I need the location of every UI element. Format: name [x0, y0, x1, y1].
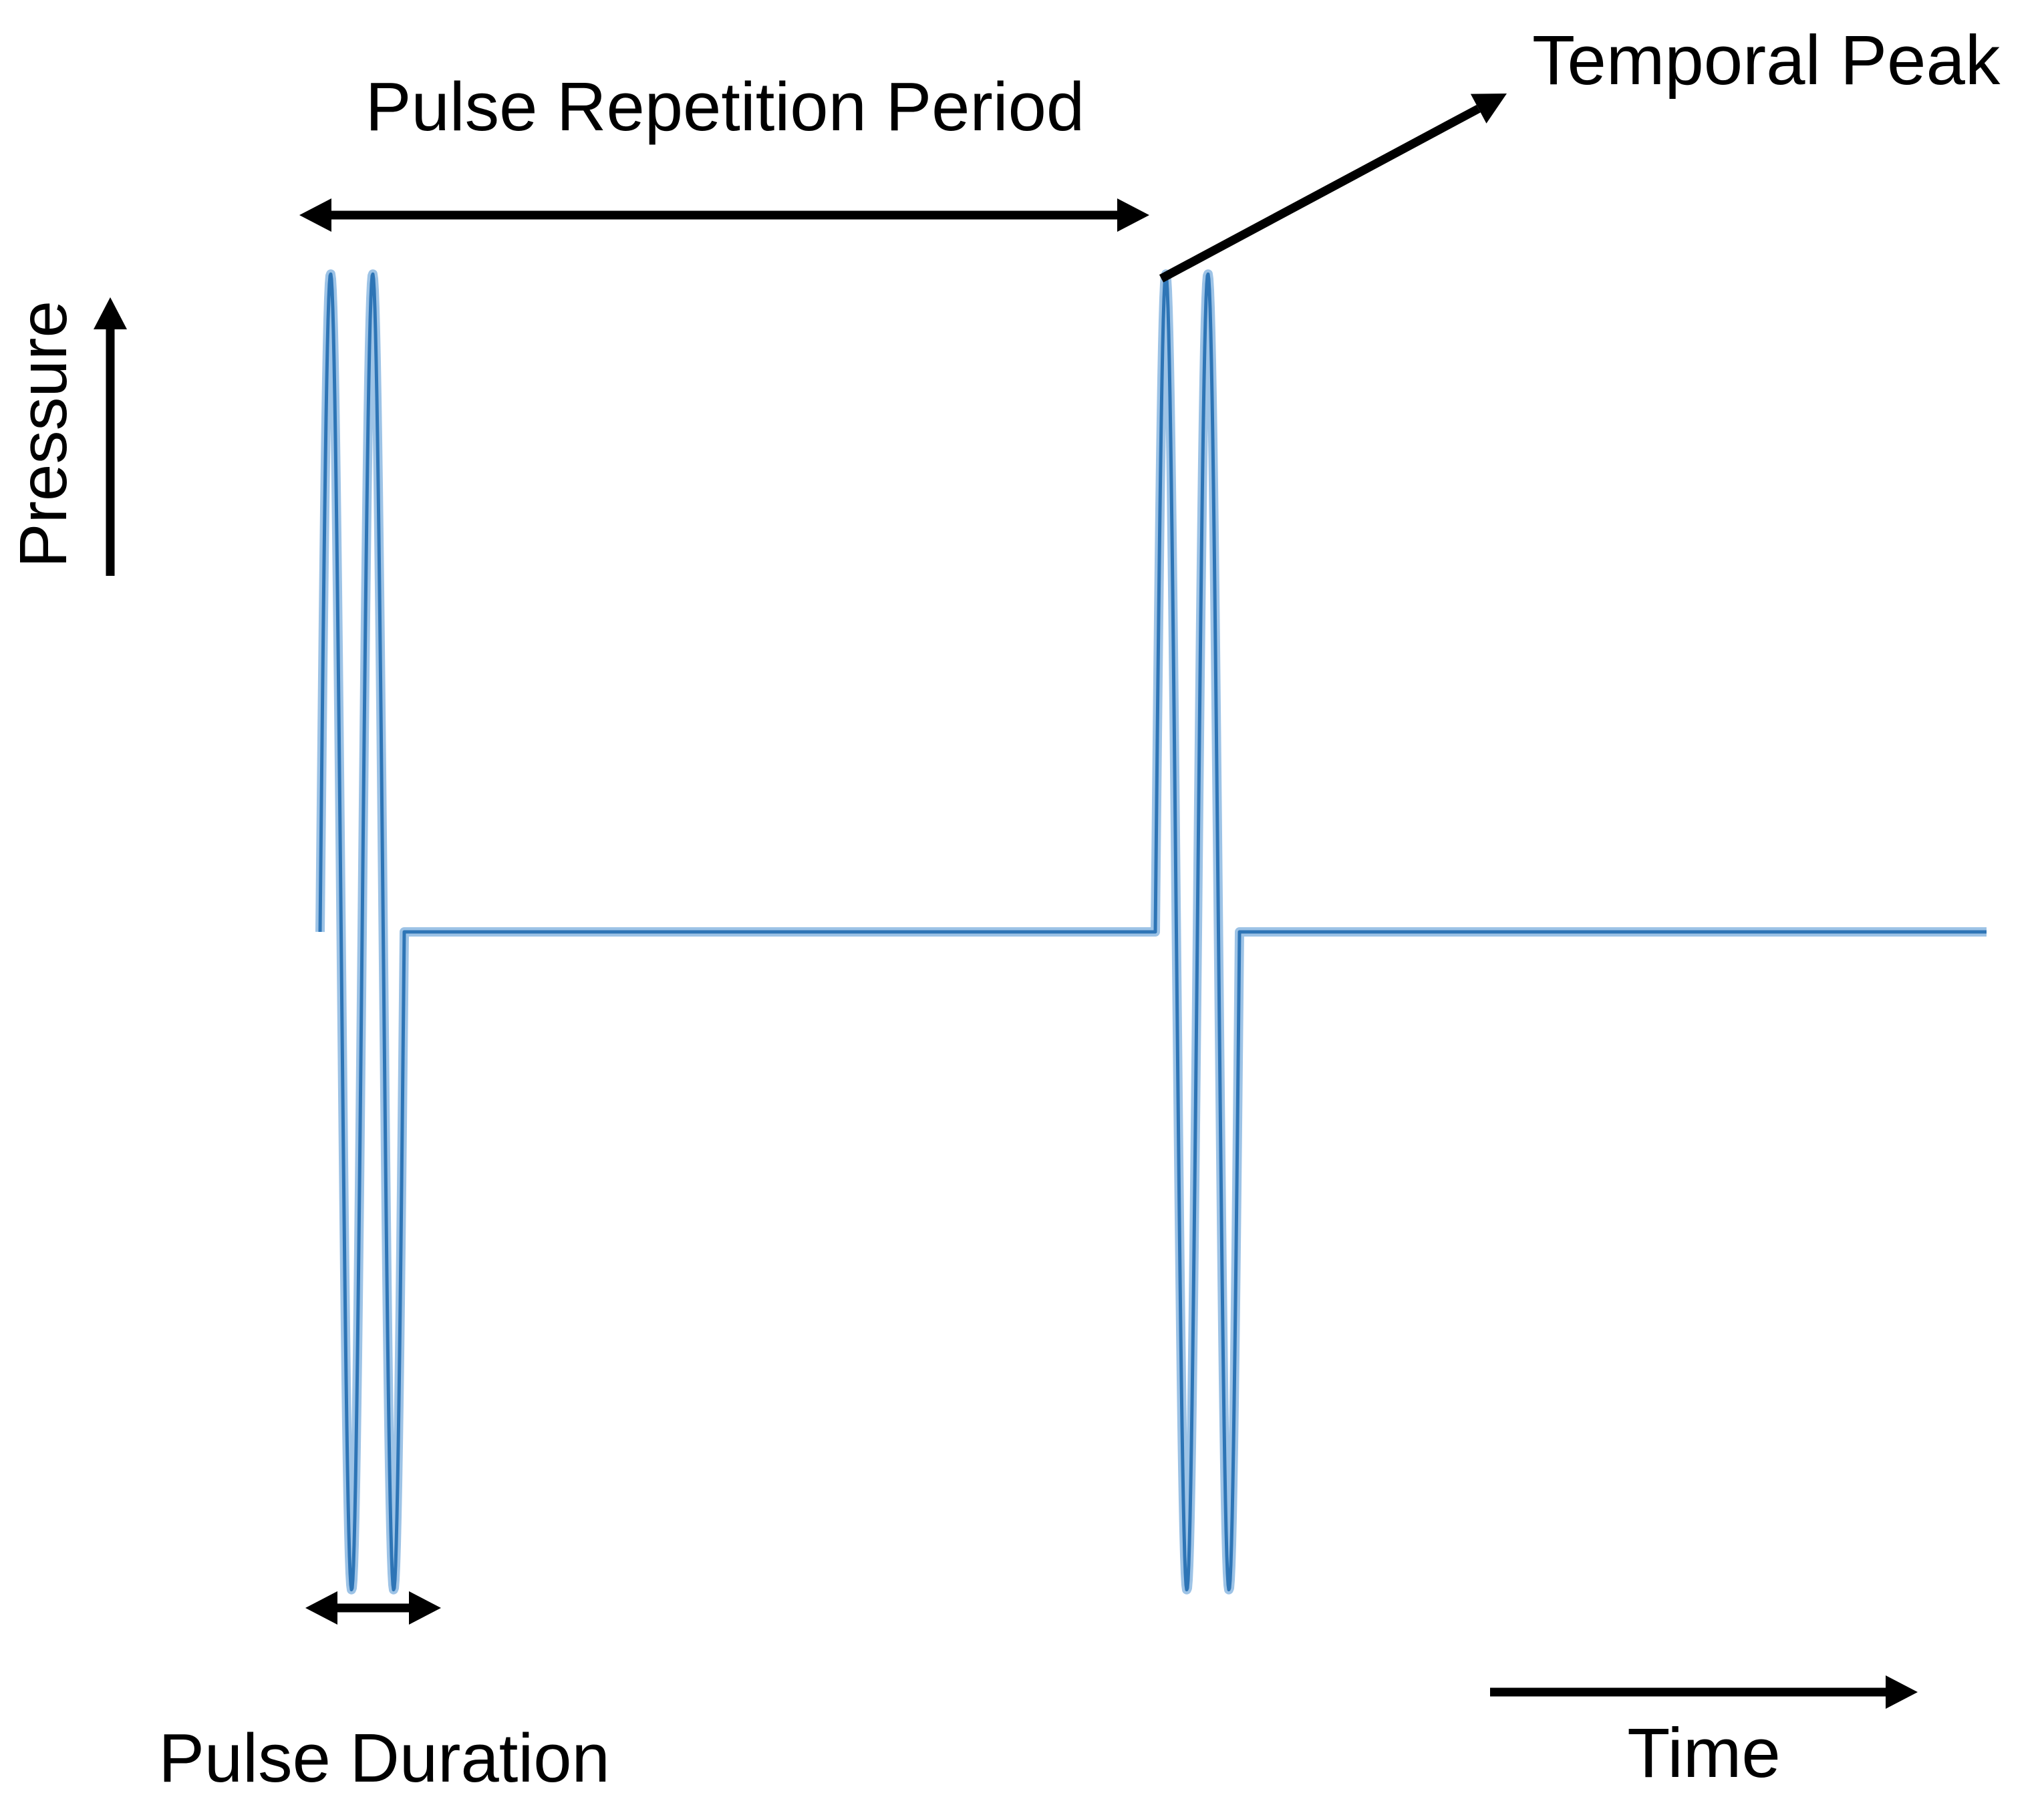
pulse-repetition-period-label: Pulse Repetition Period	[365, 68, 1085, 145]
temporal-peak-arrow	[1159, 94, 1507, 283]
pulse-repetition-period-arrow-head-end	[1117, 198, 1149, 232]
temporal-peak-label: Temporal Peak	[1532, 21, 2001, 100]
pulse-duration-arrow	[305, 1591, 441, 1625]
time-axis-arrow	[1490, 1675, 1918, 1709]
pulse-repetition-period-arrow	[299, 198, 1149, 232]
pressure-axis-arrow-head-end	[94, 297, 127, 329]
temporal-peak-arrow-shaft	[1159, 104, 1481, 283]
pressure-axis-arrow	[94, 297, 127, 576]
waveform-line	[318, 272, 1987, 1592]
temporal-peak-arrow-head-end	[1470, 94, 1507, 124]
pulse-duration-label: Pulse Duration	[158, 1719, 610, 1796]
pulse-repetition-period-arrow-head-start	[299, 198, 331, 232]
pressure-axis-label: Pressure	[6, 300, 81, 568]
pulse-duration-arrow-head-end	[409, 1591, 441, 1625]
time-axis-label: Time	[1627, 1714, 1781, 1792]
pulse-duration-arrow-head-start	[305, 1591, 337, 1625]
time-axis-arrow-head-end	[1886, 1675, 1918, 1709]
